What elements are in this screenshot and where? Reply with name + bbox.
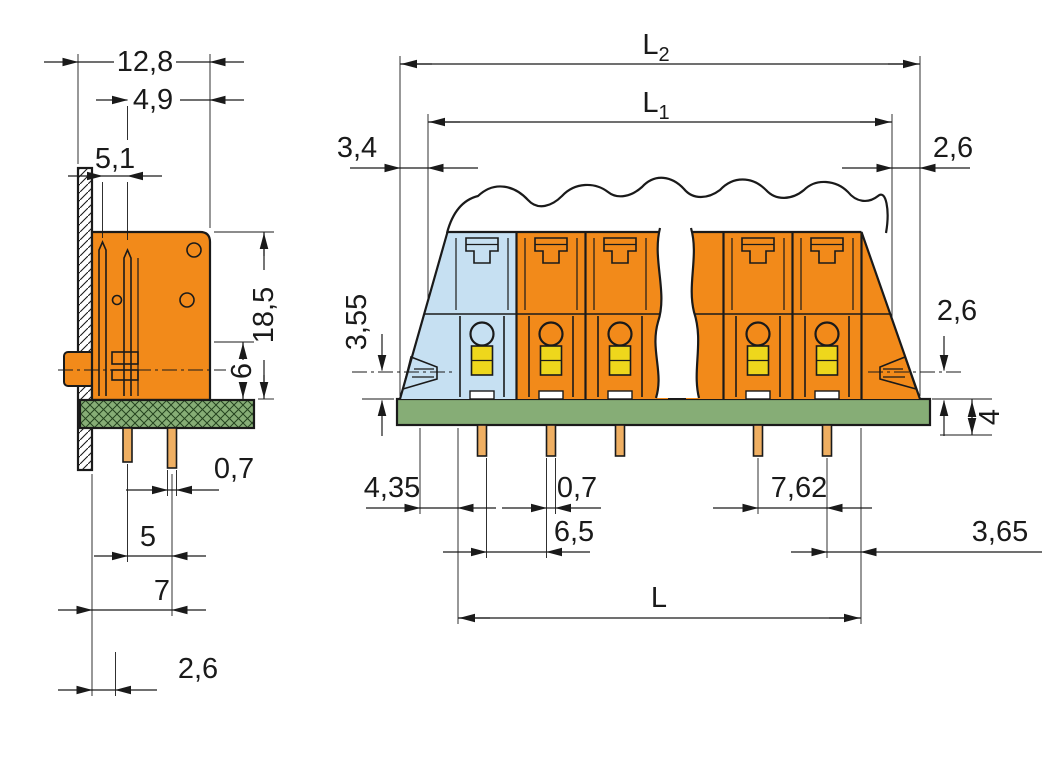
screw-hole [179,292,195,308]
dim-overall-depth-label: 12,8 [117,46,173,78]
solder-pins-side [122,427,178,469]
dim-wire-entry-height-right-label: 2,6 [937,295,977,327]
dim-l2: L2 [399,29,921,396]
dim-pin-width-front-label: 0,7 [557,472,597,504]
dim-overall-height: 18,5 [214,231,280,400]
solder-pin [122,427,133,463]
solder-pin [752,424,764,457]
dim-last-pin-offset: 3,65 [791,428,1042,624]
dim-pin-width-side-label: 0,7 [214,453,254,485]
pole-dividers [515,232,863,399]
housing-right-section [686,232,920,399]
solder-pin [166,427,178,469]
dim-slot-spacing: 5,1 [68,143,162,240]
dim-pin-spacing-label: 5 [140,521,156,553]
dim-overall-depth: 12,8 [44,46,244,228]
dim-pole-pitch-label: 7,62 [771,472,827,504]
pcb-side-view [78,398,256,430]
break-lines [654,226,701,399]
dim-end-offset-right: 2,6 [842,132,973,173]
dim-l1-label: L1 [642,87,669,124]
dim-pin-length: 4 [940,399,1006,436]
dim-l1: L1 [427,87,893,317]
mounting-panel [76,166,94,472]
housing-side-view [90,230,212,402]
dim-total-length-label: L [651,582,667,614]
front-view: L2 L1 3,4 2,6 3,55 [337,29,1042,624]
dim-panel-clearance: 2,6 [58,652,218,696]
dim-pin-width-side: 0,7 [126,453,254,496]
dim-slot-spacing-label: 5,1 [95,143,135,175]
dim-wire-entry-height-label: 3,55 [341,294,373,350]
broken-out-outline [445,176,889,234]
solder-pin [614,424,626,457]
screw-hole [111,294,123,306]
end-pole-blue [400,232,517,399]
dim-upper-depth: 4,9 [96,84,244,140]
dim-lower-height: 6 [214,341,258,399]
dim-upper-depth-label: 4,9 [133,84,173,116]
screw-hole [186,242,202,258]
wire-entry-funnel-left [352,355,452,391]
dim-wire-entry-height: 3,55 [341,294,394,436]
side-view: 12,8 4,9 5,1 18,5 [44,46,280,696]
dim-l2-label: L2 [642,29,669,66]
dim-pin-clearance: 6,5 [443,458,594,558]
dim-wire-entry-height-right: 2,6 [932,295,992,436]
dim-end-offset-left-label: 3,4 [337,132,377,164]
dim-overall-height-label: 18,5 [248,287,280,343]
dim-last-pin-offset-label: 3,65 [972,516,1028,548]
dim-pin-spacing: 5 [94,464,206,616]
dim-pin-width-front: 0,7 [502,458,601,558]
dim-first-pin-offset-label: 4,35 [364,472,420,504]
solder-pin [476,424,488,457]
dim-pin-row-depth: 7 [58,474,206,696]
dim-pin-clearance-label: 6,5 [554,516,594,548]
dim-end-offset-right-label: 2,6 [933,132,973,164]
dim-pin-length-label: 4 [974,409,1006,425]
solder-pin [545,424,557,457]
pcb-front-view [395,397,932,427]
dim-pole-pitch: 7,62 [713,458,872,558]
dim-pin-row-depth-label: 7 [154,575,170,607]
dim-first-pin-offset: 4,35 [364,428,496,624]
solder-pin [821,424,833,457]
wire-entry-funnel-right [868,355,962,391]
housing-left-section [516,232,668,399]
dim-total-length: L [458,582,861,623]
dim-lower-height-label: 6 [226,363,258,379]
dim-panel-clearance-label: 2,6 [178,653,218,685]
solder-pins-front [476,424,833,457]
mounting-latch [63,351,95,387]
dim-end-offset-left: 3,4 [337,132,478,173]
